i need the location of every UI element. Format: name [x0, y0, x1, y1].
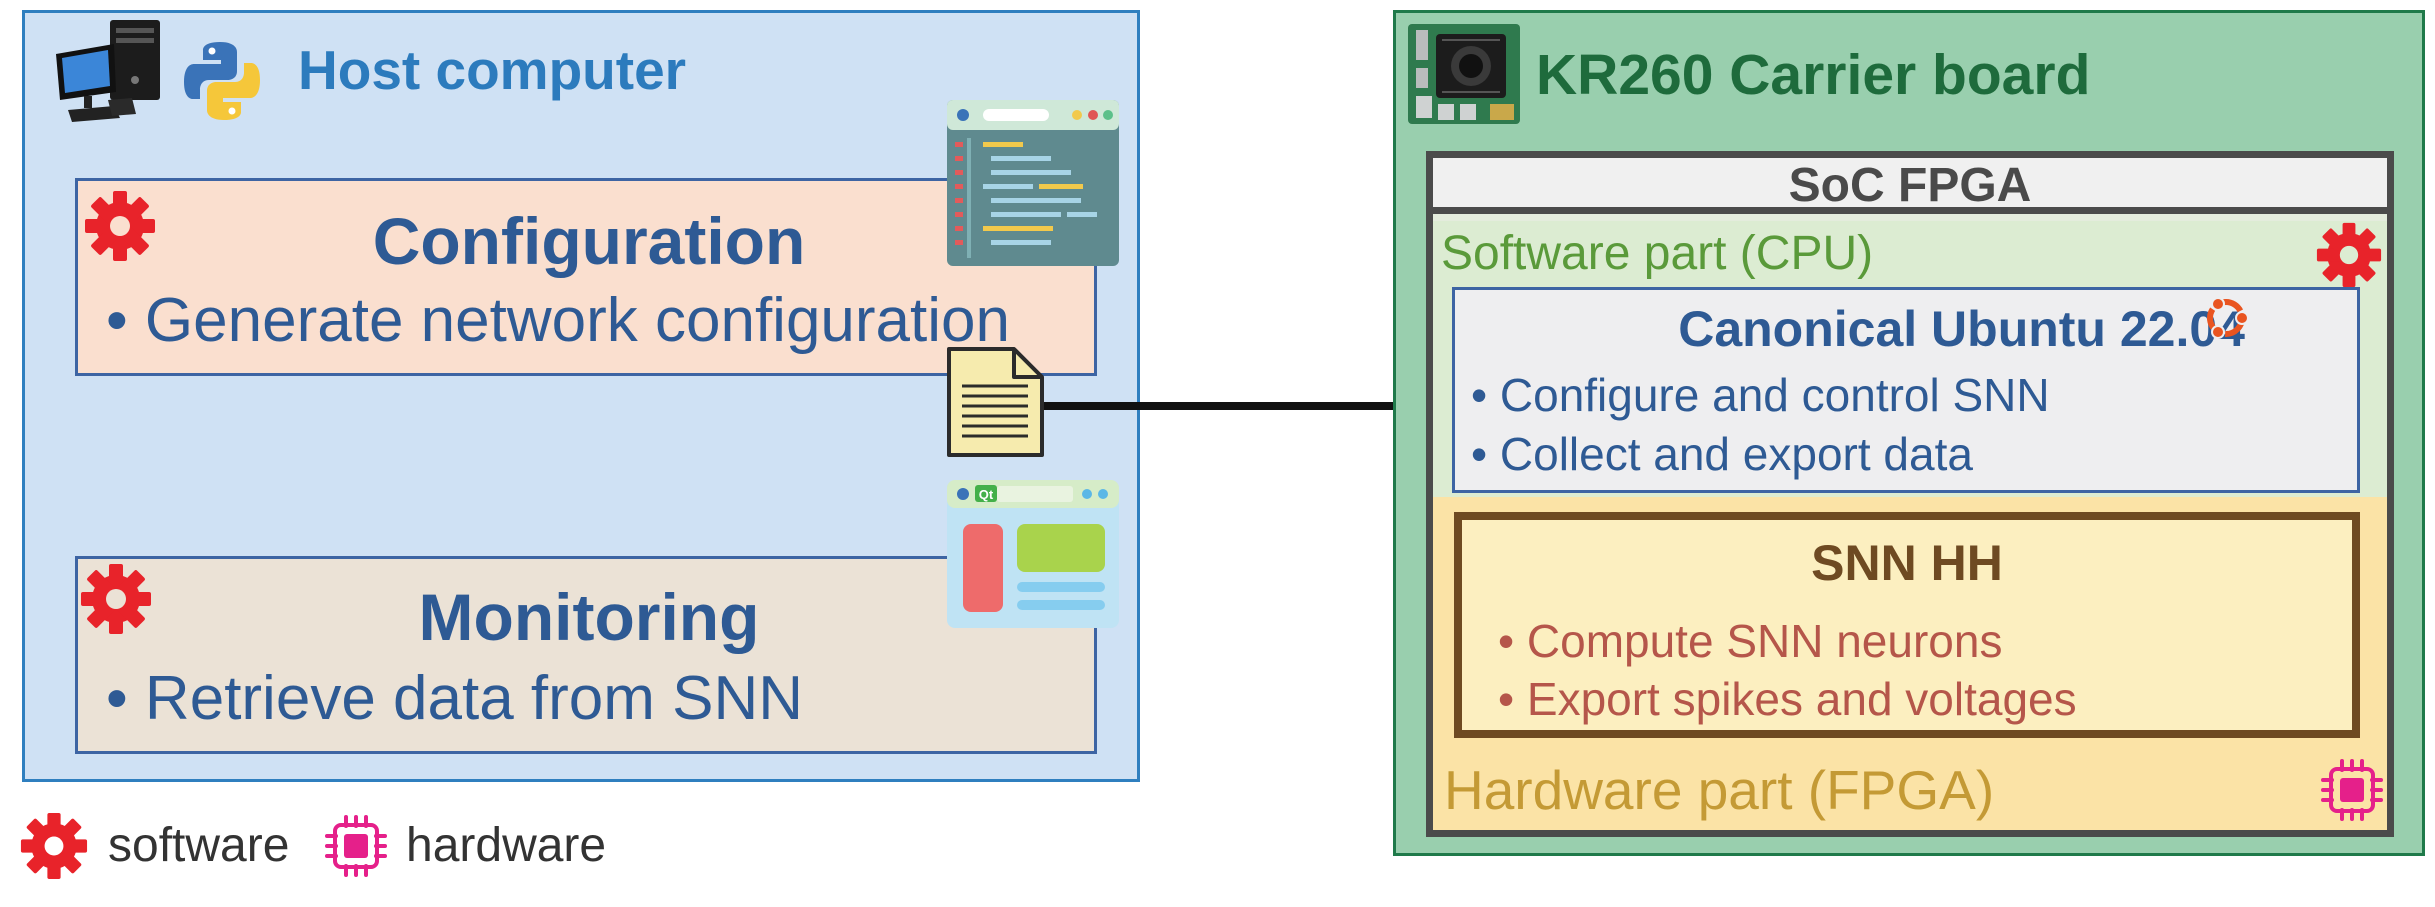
code-editor-window-icon	[947, 100, 1119, 266]
configuration-bullet: • Generate network configuration	[106, 286, 1010, 355]
gear-icon	[81, 564, 151, 634]
hardware-part-label: Hardware part (FPGA)	[1444, 759, 1995, 821]
configuration-title: Configuration	[372, 204, 806, 278]
gear-icon	[2316, 222, 2382, 288]
svg-text:Qt: Qt	[979, 487, 994, 502]
monitoring-title: Monitoring	[418, 580, 760, 654]
kr260-board-icon	[1408, 24, 1520, 124]
snn-hh-bullet: • Compute SNN neurons	[1498, 615, 2003, 667]
carrier-board-title: KR260 Carrier board	[1536, 43, 2091, 107]
document-icon	[947, 347, 1044, 457]
python-logo-icon	[184, 42, 260, 120]
legend-gear-icon	[20, 812, 88, 880]
software-part-label: Software part (CPU)	[1441, 227, 1874, 280]
ubuntu-logo-icon	[2207, 297, 2249, 339]
soc-fpga-title: SoC FPGA	[1433, 158, 2387, 214]
monitoring-bullet: • Retrieve data from SNN	[106, 664, 804, 733]
monitoring-box: Monitoring • Retrieve data from SNN	[75, 556, 1097, 754]
qt-gui-window-icon: Qt	[947, 480, 1119, 628]
legend-hardware-label: hardware	[406, 819, 607, 872]
snn-hh-title: SNN HH	[1811, 535, 2003, 591]
legend-software-label: software	[108, 819, 290, 872]
legend-chip-icon	[325, 815, 387, 877]
configuration-box: Configuration • Generate network configu…	[75, 178, 1097, 376]
host-computer-title: Host computer	[298, 39, 687, 101]
ubuntu-title: Canonical Ubuntu 22.04	[1678, 301, 2245, 357]
snn-hh-bullet: • Export spikes and voltages	[1498, 673, 2077, 725]
chip-icon	[2321, 759, 2383, 821]
ubuntu-bullet: • Configure and control SNN	[1471, 369, 2050, 421]
desktop-computer-icon	[56, 20, 160, 122]
gear-icon	[85, 191, 155, 261]
ubuntu-bullet: • Collect and export data	[1471, 428, 1973, 480]
snn-hh-box: SNN HH • Compute SNN neurons • Export sp…	[1454, 512, 2360, 738]
